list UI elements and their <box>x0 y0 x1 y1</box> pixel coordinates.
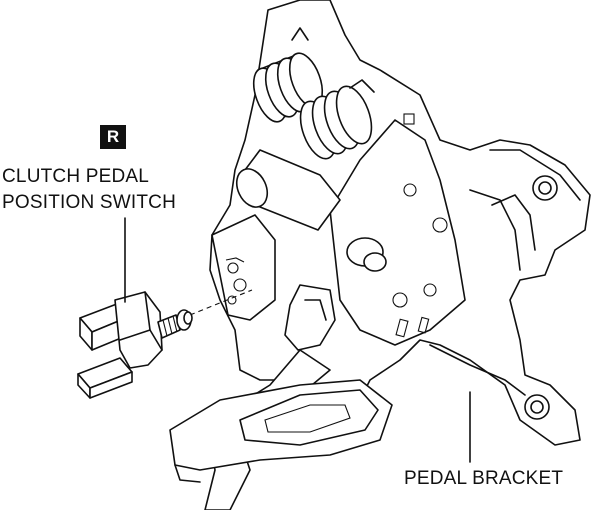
pedal-bracket-label: PEDAL BRACKET <box>404 468 564 489</box>
clutch-pedal-drawing <box>169 349 393 510</box>
switch-label-line2: POSITION SWITCH <box>2 192 176 213</box>
switch-label-line1: CLUTCH PEDAL <box>2 166 150 187</box>
install-direction-dashed-line <box>189 289 253 316</box>
clutch-pedal-position-switch <box>77 291 193 399</box>
view-reference-badge: R <box>100 125 126 149</box>
return-springs <box>252 27 375 160</box>
